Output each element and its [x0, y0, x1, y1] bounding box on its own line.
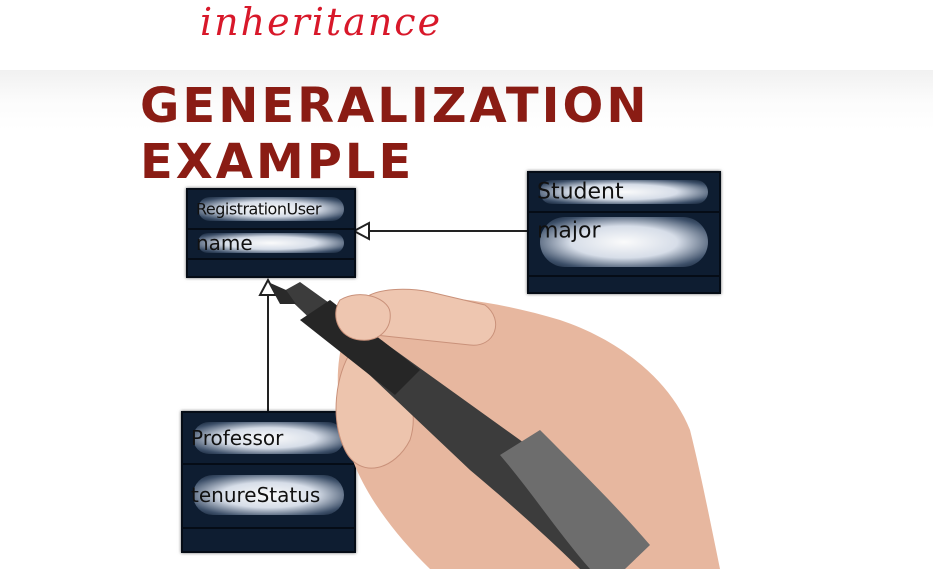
class-name-label: Student	[537, 179, 624, 205]
hand-shape	[337, 296, 720, 569]
class-name-label: Professor	[191, 426, 284, 450]
attribute-row: major	[529, 211, 719, 277]
attribute-label: major	[537, 218, 601, 244]
attribute-row: tenureStatus	[183, 463, 354, 529]
handwritten-annotation: inheritance	[200, 0, 443, 44]
pen-barrel	[500, 430, 650, 569]
class-name-row: Student	[529, 173, 719, 213]
fingertip-shape	[335, 294, 391, 341]
pen-grip	[300, 300, 420, 395]
class-box-professor: Professor tenureStatus	[181, 411, 356, 553]
attribute-label: name	[196, 231, 253, 255]
class-box-registered-user: RegistrationUser name	[186, 188, 356, 278]
class-name-label: RegistrationUser	[196, 199, 321, 219]
class-box-student: Student major	[527, 171, 721, 294]
diagram-title: GENERALIZATION EXAMPLE	[140, 78, 650, 190]
attribute-label: tenureStatus	[191, 483, 321, 507]
top-strip	[0, 0, 933, 70]
attribute-row: name	[188, 228, 354, 260]
class-name-row: RegistrationUser	[188, 190, 354, 230]
class-name-row: Professor	[183, 413, 354, 465]
student-generalization-arrowhead	[351, 221, 370, 241]
pen-tip	[268, 282, 296, 304]
